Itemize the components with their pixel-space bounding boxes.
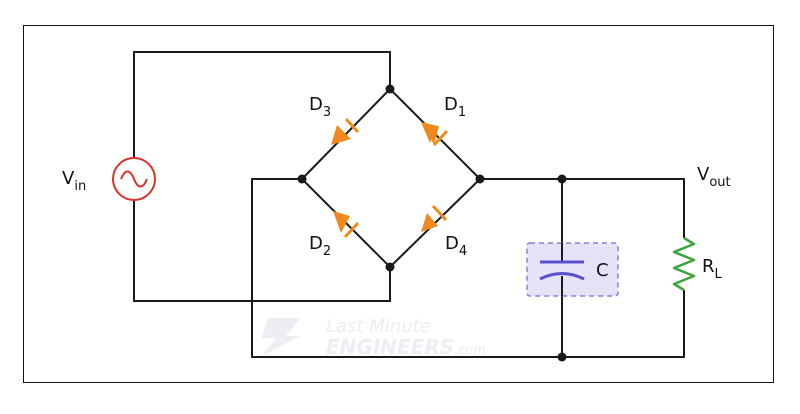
diode-d3	[331, 117, 360, 145]
diode-d4	[421, 204, 448, 232]
wire-left-return	[251, 178, 685, 358]
diode-icon	[421, 213, 438, 232]
wire-source-top	[133, 51, 391, 158]
junction-left	[297, 174, 307, 184]
junction-bottom	[385, 262, 395, 272]
label-rl: RL	[702, 256, 723, 282]
wires	[133, 51, 685, 358]
ac-source-icon	[112, 157, 156, 201]
resistor-icon	[672, 236, 696, 292]
wire-source-bottom	[133, 200, 391, 302]
resistor-rl	[672, 236, 696, 292]
watermark-logo-icon	[262, 318, 300, 356]
capacitor-highlight-box	[526, 242, 619, 297]
diode-icon	[333, 211, 350, 233]
label-capacitor: C	[596, 260, 609, 281]
junction-right	[475, 174, 485, 184]
junctions	[297, 84, 567, 362]
label-vout: Vout	[697, 164, 731, 190]
junction-top	[385, 84, 395, 94]
junction-cap-top	[557, 174, 567, 184]
label-vin: Vin	[62, 168, 86, 194]
label-d2: D2	[309, 233, 331, 259]
capacitor-c	[526, 242, 619, 297]
watermark-line1: Last Minute	[326, 316, 431, 337]
watermark-line2: ENGINEERS.com	[326, 335, 486, 359]
label-d4: D4	[445, 233, 467, 259]
label-d3: D3	[309, 94, 331, 120]
diode-icon	[331, 125, 351, 145]
diagram-frame	[23, 25, 774, 383]
diode-d2	[333, 211, 360, 239]
label-d1: D1	[444, 94, 466, 120]
wire-output-top	[480, 178, 685, 238]
diode-d1	[421, 122, 449, 147]
watermark: Last Minute ENGINEERS.com	[262, 316, 486, 359]
junction-cap-bottom	[557, 352, 567, 362]
